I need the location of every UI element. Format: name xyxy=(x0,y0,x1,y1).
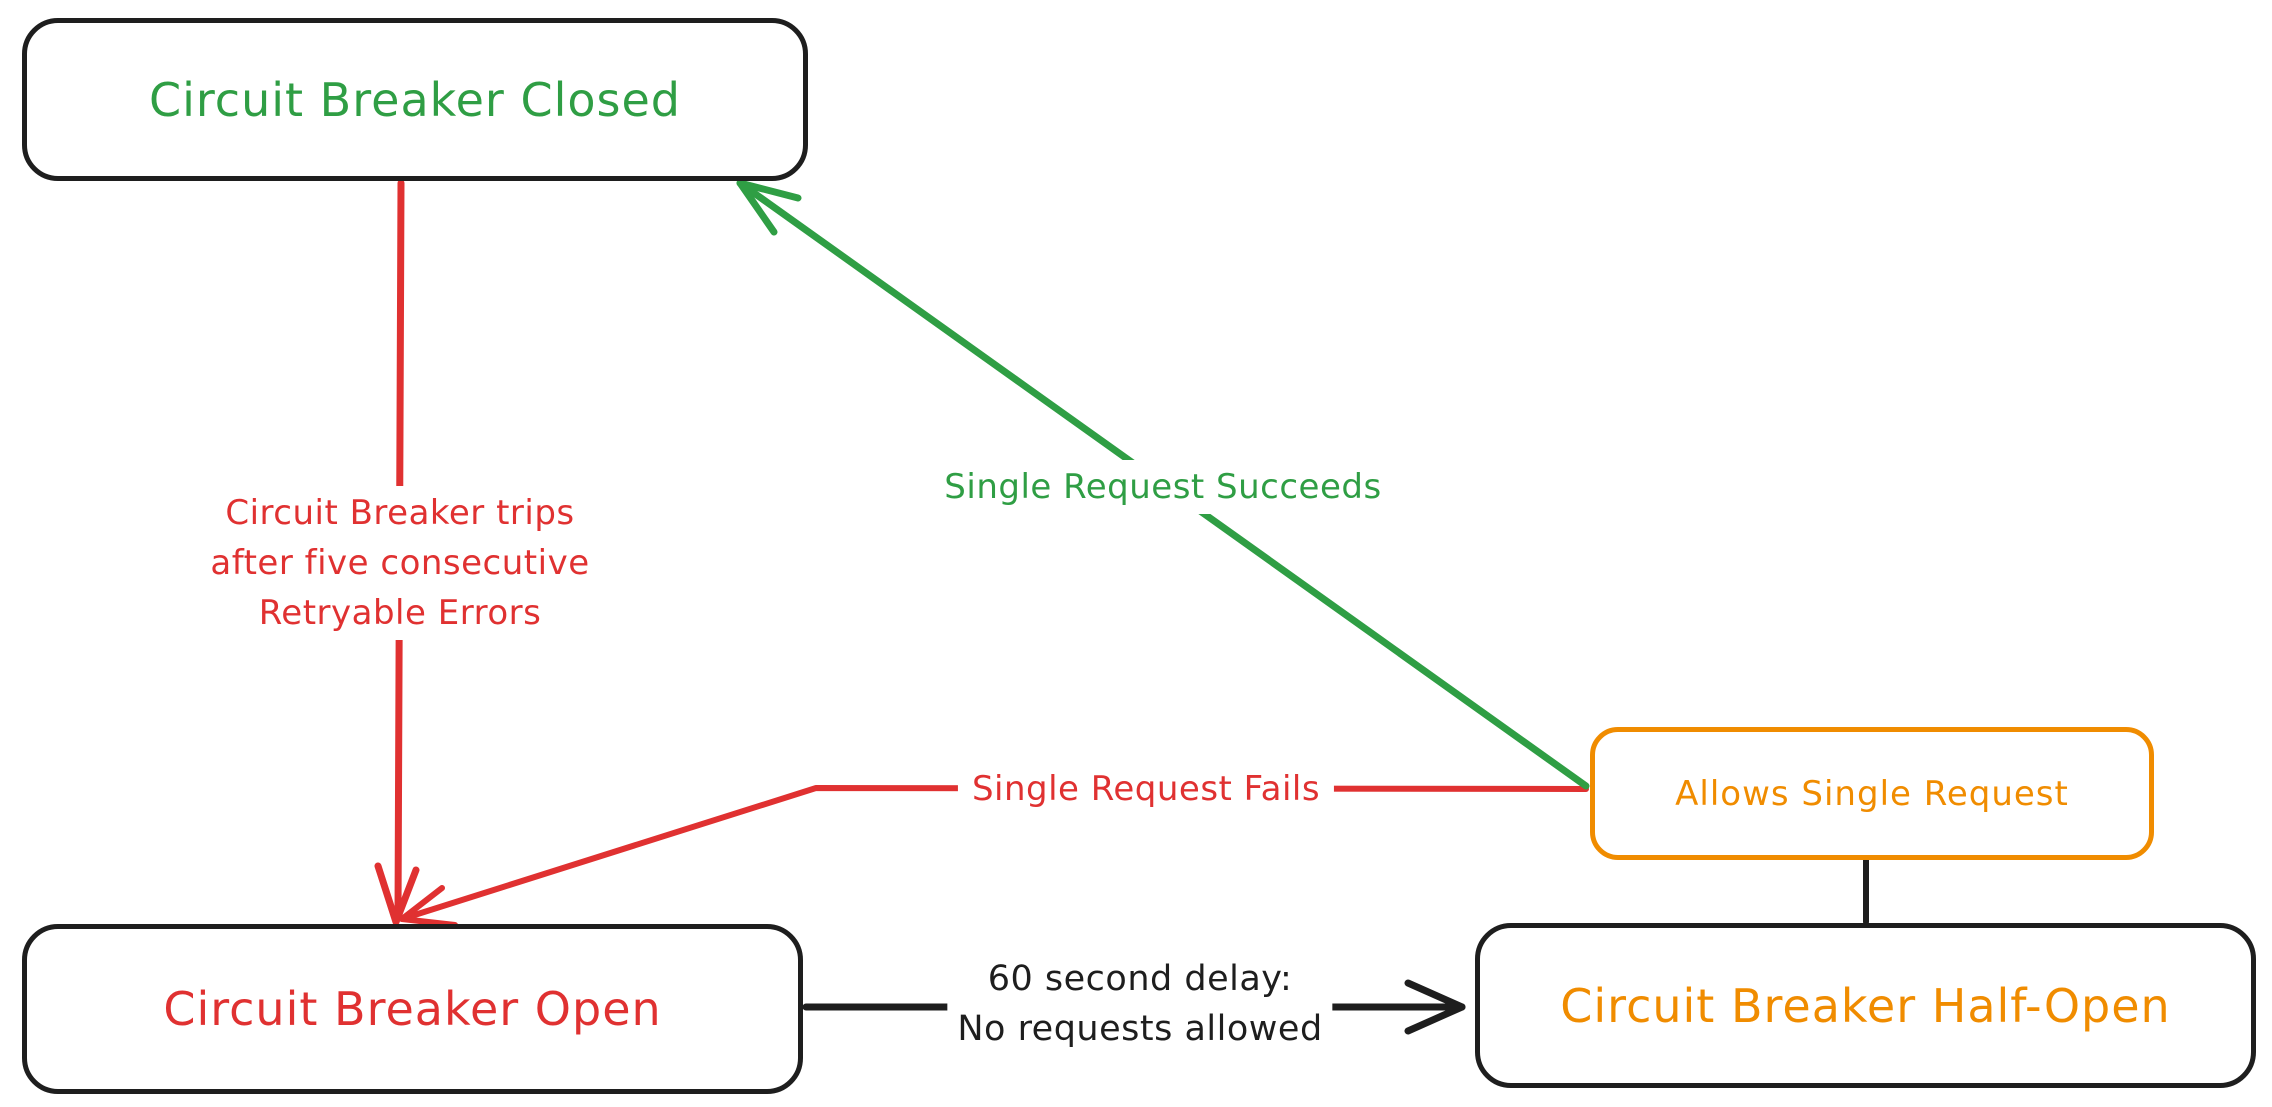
edge-trip-label-line2: after five consecutive xyxy=(210,543,590,583)
edge-fail-arrowhead-icon xyxy=(399,885,458,928)
node-allows-label: Allows Single Request xyxy=(1675,773,2069,814)
node-circuit-breaker-closed: Circuit Breaker Closed xyxy=(22,18,808,181)
node-circuit-breaker-half-open: Circuit Breaker Half-Open xyxy=(1475,923,2256,1088)
edge-delay-label-line1: 60 second delay: xyxy=(987,959,1293,999)
node-closed-label: Circuit Breaker Closed xyxy=(149,72,681,127)
edge-trip-label-line1: Circuit Breaker trips xyxy=(225,493,575,533)
edge-succeed-arrowhead-icon xyxy=(736,179,802,236)
edge-trip-label: Circuit Breaker trips after five consecu… xyxy=(200,486,600,640)
node-half-open-label: Circuit Breaker Half-Open xyxy=(1560,978,2171,1033)
edge-fail-label: Single Request Fails xyxy=(957,764,1335,814)
edge-succeed-label: Single Request Succeeds xyxy=(934,460,1392,514)
edge-delay-label: 60 second delay: No requests allowed xyxy=(947,952,1333,1056)
node-allows-single-request: Allows Single Request xyxy=(1590,727,2154,860)
edge-delay-label-line2: No requests allowed xyxy=(957,1009,1323,1049)
edge-trip-label-line3: Retryable Errors xyxy=(258,593,542,633)
node-open-label: Circuit Breaker Open xyxy=(163,982,662,1036)
edge-trip-arrowhead-icon xyxy=(374,862,420,926)
edge-delay-arrowhead-icon xyxy=(1404,979,1466,1035)
node-circuit-breaker-open: Circuit Breaker Open xyxy=(22,924,803,1094)
